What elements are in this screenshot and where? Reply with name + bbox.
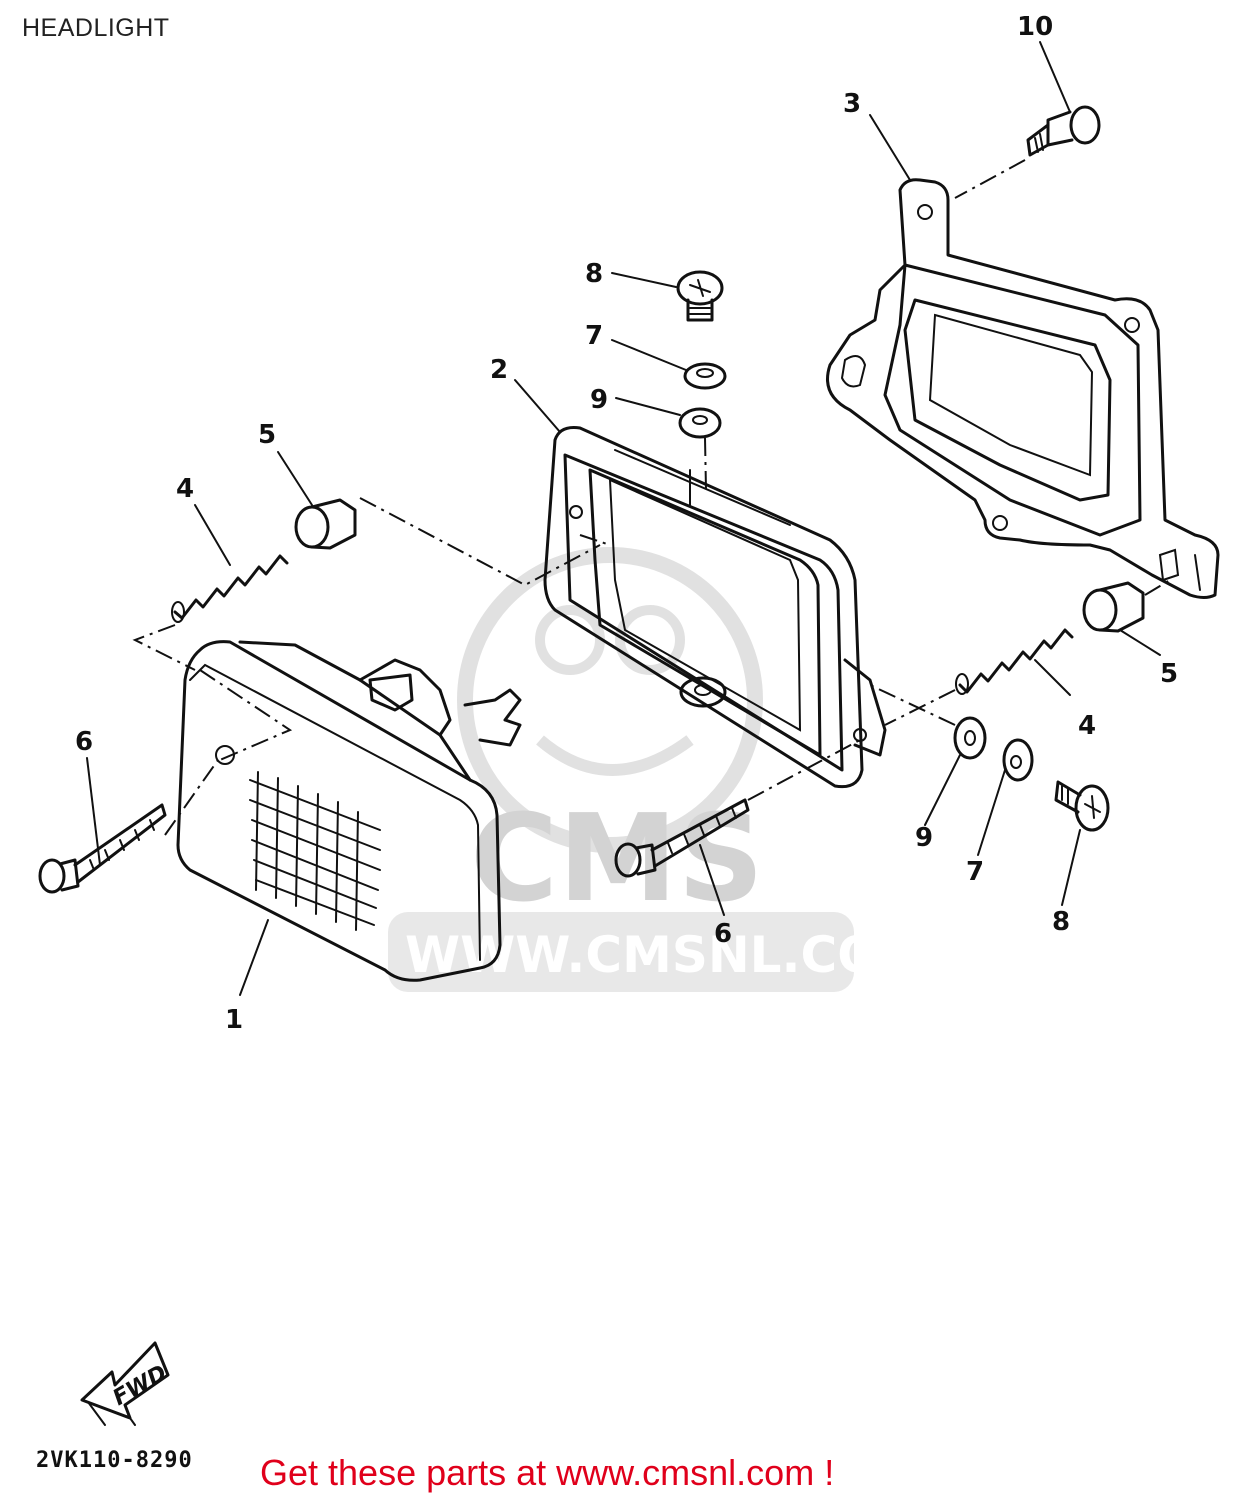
callout-1: 1 bbox=[225, 1005, 243, 1035]
part-screw-6-left bbox=[38, 803, 167, 894]
part-screw-6-right bbox=[614, 798, 750, 878]
watermark: CMS WWW.CMSNL.COM bbox=[388, 547, 930, 992]
callout-5-right: 5 bbox=[1160, 659, 1178, 689]
part-spring-4-right bbox=[955, 628, 1074, 695]
callout-7-bottom: 7 bbox=[966, 857, 984, 887]
leader-6-right bbox=[747, 739, 861, 801]
leader-5-right bbox=[1144, 579, 1171, 596]
callout-numbers: 1 2 3 4 4 5 5 6 6 7 7 8 8 9 9 10 bbox=[75, 12, 1178, 1035]
callout-6-left: 6 bbox=[75, 727, 93, 757]
callout-4-right: 4 bbox=[1078, 711, 1096, 741]
fwd-arrow-icon: FWD bbox=[80, 1341, 171, 1426]
callout-8-bottom: 8 bbox=[1052, 907, 1070, 937]
part-washer-9-top bbox=[678, 407, 722, 439]
leader-10-to-bracket bbox=[954, 159, 1026, 199]
leader-4-left bbox=[132, 624, 196, 671]
part-clip-7-top bbox=[683, 362, 727, 390]
part-washer-9-bottom bbox=[953, 716, 987, 760]
leader-top-stack bbox=[704, 437, 707, 491]
callout-3: 3 bbox=[843, 89, 861, 119]
leader-5-left bbox=[359, 497, 601, 587]
part-screw-8-bottom bbox=[1054, 780, 1110, 832]
part-headlight bbox=[176, 640, 522, 982]
watermark-url: WWW.CMSNL.COM bbox=[405, 926, 930, 984]
callout-5-left: 5 bbox=[258, 420, 276, 450]
part-spring-4-left bbox=[171, 554, 289, 623]
callout-2: 2 bbox=[490, 355, 508, 385]
callout-7-top: 7 bbox=[585, 321, 603, 351]
fwd-label: FWD bbox=[109, 1361, 171, 1411]
part-grommet-5-right bbox=[1082, 581, 1145, 633]
part-screw-8-top bbox=[676, 270, 724, 322]
part-bracket bbox=[826, 178, 1220, 599]
page-title: HEADLIGHT bbox=[22, 14, 170, 42]
part-bolt-10 bbox=[1026, 105, 1101, 157]
diagram-code: 2VK110-8290 bbox=[36, 1448, 193, 1473]
callout-4-left: 4 bbox=[176, 474, 194, 504]
callout-6-right: 6 bbox=[714, 919, 732, 949]
watermark-mascot-icon bbox=[457, 547, 763, 853]
part-clip-7-bottom bbox=[1002, 738, 1034, 782]
headlight-lens-grid bbox=[249, 771, 381, 931]
leader-9-bottom bbox=[869, 684, 956, 726]
callout-10: 10 bbox=[1017, 12, 1053, 42]
callout-8-top: 8 bbox=[585, 259, 603, 289]
callout-9-top: 9 bbox=[590, 385, 608, 415]
cta-link[interactable]: Get these parts at www.cmsnl.com ! bbox=[260, 1452, 835, 1493]
callout-9-bottom: 9 bbox=[915, 823, 933, 853]
leader-6-left-to-headlight bbox=[164, 759, 219, 836]
part-grommet-5-left bbox=[294, 498, 357, 550]
part-frame bbox=[543, 426, 887, 789]
callout-leaders bbox=[86, 41, 1161, 996]
